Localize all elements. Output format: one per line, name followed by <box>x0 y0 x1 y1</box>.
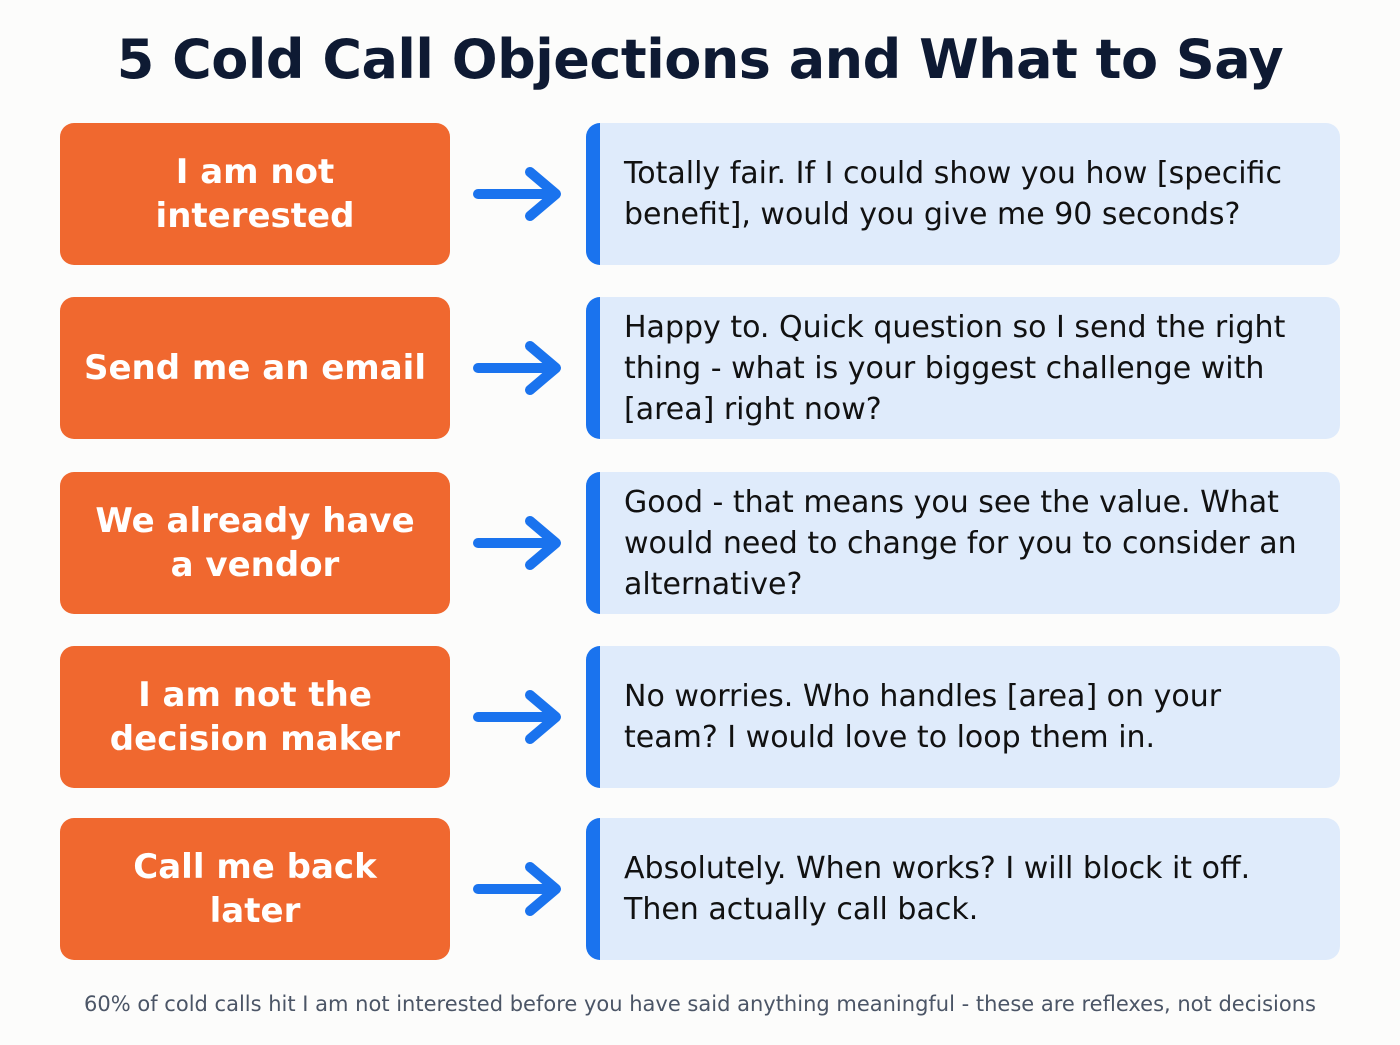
response-card: Good - that means you see the value. Wha… <box>586 472 1340 614</box>
objection-box: Send me an email <box>60 297 450 439</box>
objection-row: I am not interested Totally fair. If I c… <box>60 123 1340 265</box>
response-card: Absolutely. When works? I will block it … <box>586 818 1340 960</box>
objection-box: I am not interested <box>60 123 450 265</box>
arrow-right-icon <box>473 341 561 395</box>
footer-note: 60% of cold calls hit I am not intereste… <box>84 992 1316 1016</box>
objection-box: I am not the decision maker <box>60 646 450 788</box>
response-card: Happy to. Quick question so I send the r… <box>586 297 1340 439</box>
arrow-right-icon <box>473 862 561 916</box>
arrow-right-icon <box>473 167 561 221</box>
objection-row: Send me an email Happy to. Quick questio… <box>60 297 1340 439</box>
response-card: No worries. Who handles [area] on your t… <box>586 646 1340 788</box>
objection-row: I am not the decision maker No worries. … <box>60 646 1340 788</box>
arrow-right-icon <box>473 516 561 570</box>
objection-row: We already have a vendor Good - that mea… <box>60 472 1340 614</box>
page-title: 5 Cold Call Objections and What to Say <box>116 28 1284 91</box>
objection-box: Call me back later <box>60 818 450 960</box>
objection-box: We already have a vendor <box>60 472 450 614</box>
response-card: Totally fair. If I could show you how [s… <box>586 123 1340 265</box>
objection-row: Call me back later Absolutely. When work… <box>60 818 1340 960</box>
arrow-right-icon <box>473 690 561 744</box>
